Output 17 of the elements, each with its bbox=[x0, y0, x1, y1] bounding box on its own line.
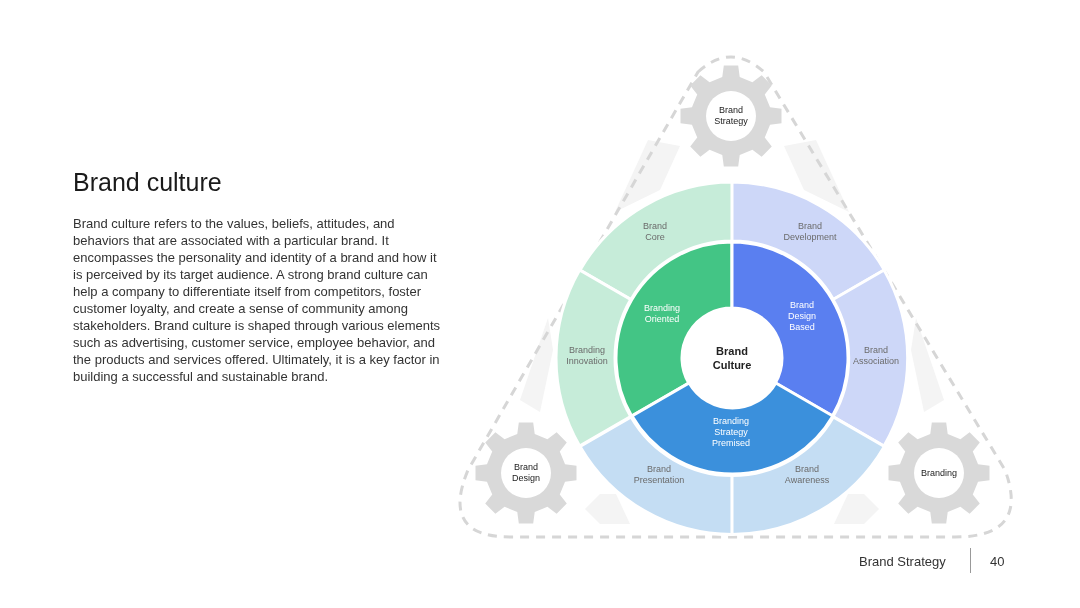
segment-label: Brand Development bbox=[783, 221, 837, 243]
segment-label: Brand Design Based bbox=[788, 299, 816, 333]
footer-section: Brand Strategy bbox=[859, 552, 946, 572]
segment-label: Brand Presentation bbox=[633, 464, 685, 486]
segment-label: Branding Strategy Premised bbox=[712, 415, 750, 449]
segment-label: Brand Core bbox=[642, 221, 667, 243]
segment-label: Branding Innovation bbox=[566, 345, 608, 367]
segment-label: Brand Association bbox=[853, 345, 899, 367]
gear-label: Brand Strategy bbox=[714, 105, 748, 127]
body-paragraph: Brand culture refers to the values, beliefs, attitudes, and behaviors that are associated with a particular brand. It encompasses the personality and identity of a brand and how it is perceived by its target audience. A strong brand culture can help a company to differentiate itself from competitors, foster customer loyalty, and create a sense of community among stakeholders. Brand culture is shaped through various elements such as advertising, customer service, employee behavior, and the products and services offered. Ultimately, it is a key factor in building a successful and sustainable brand. bbox=[73, 215, 442, 385]
gear-label: Brand Design bbox=[512, 462, 540, 484]
gear-label: Branding bbox=[921, 467, 957, 479]
segment-label: Brand Awareness bbox=[784, 464, 830, 486]
center-label: Brand Culture bbox=[712, 344, 752, 372]
page-number: 40 bbox=[990, 553, 1005, 571]
slide-title: Brand culture bbox=[73, 167, 222, 198]
segment-label: Branding Oriented bbox=[644, 303, 680, 325]
